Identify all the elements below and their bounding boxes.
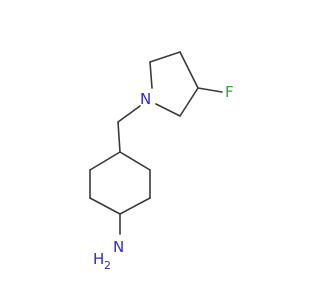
bond-c3-c4: [179, 51, 199, 89]
amine-nitrogen-label: N: [113, 238, 124, 256]
bond-n-ch2: [117, 105, 141, 123]
bond-n-c2: [149, 61, 153, 89]
bond-ring-3: [119, 197, 151, 215]
bond-ring-4: [89, 197, 121, 215]
molecule-structure: N F H 2 N: [89, 51, 234, 272]
fluorine-atom-label: F: [225, 83, 234, 101]
bond-ring-6: [89, 151, 121, 171]
pyrrolidine-ring: [149, 51, 199, 117]
bond-c4-f: [197, 87, 223, 93]
amine-hydrogen-label: H: [93, 250, 104, 268]
bond-c2-c3: [149, 51, 181, 63]
amine-group-label: H 2 N: [93, 238, 124, 272]
methylene-linker: [117, 105, 141, 153]
cyclohexane-ring: [89, 151, 151, 215]
bond-ring-1: [119, 151, 151, 171]
amine-subscript-label: 2: [104, 259, 111, 272]
bond-ch2-c1: [117, 121, 121, 153]
bond-c4-c5: [179, 87, 199, 117]
bond-c5-n: [155, 103, 181, 117]
nitrogen-atom-label: N: [140, 90, 151, 108]
